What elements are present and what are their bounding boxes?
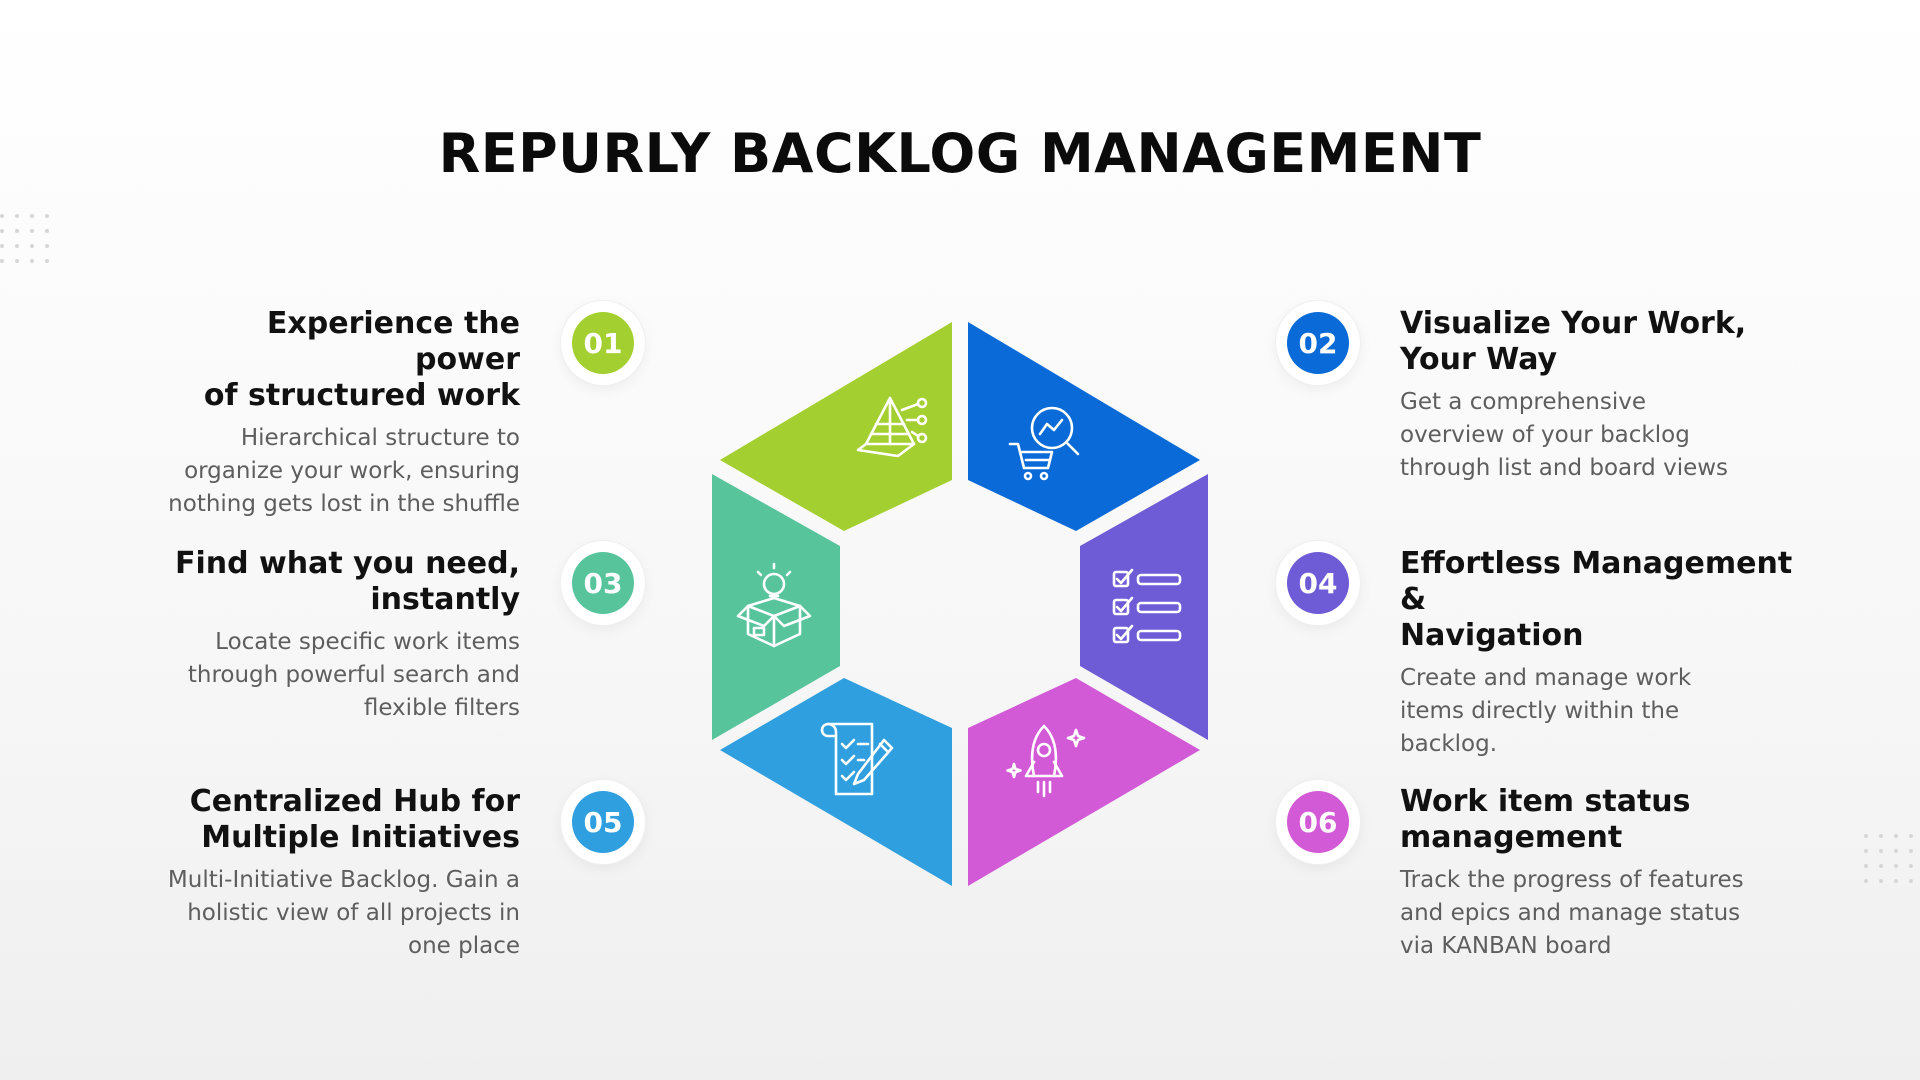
step-number-02: 02: [1287, 312, 1349, 374]
step-number-04: 04: [1287, 552, 1349, 614]
step-number-06: 06: [1287, 791, 1349, 853]
hex-segment-01: [720, 322, 952, 531]
feature-card-04: Effortless Management &Navigation Create…: [1400, 546, 1820, 761]
document-pen-icon: [820, 722, 894, 796]
step-badge-04: 04: [1276, 541, 1360, 625]
feature-card-02: Visualize Your Work,Your Way Get a compr…: [1400, 306, 1820, 485]
feature-heading-04: Effortless Management &Navigation: [1400, 546, 1793, 653]
cart-analytics-icon: [1008, 406, 1080, 481]
step-badge-06: 06: [1276, 780, 1360, 864]
rocket-icon: [1006, 724, 1086, 798]
feature-card-03: Find what you need,instantly Locate spec…: [160, 546, 520, 725]
step-badge-03: 03: [561, 541, 645, 625]
step-number-05: 05: [572, 791, 634, 853]
decorative-dot-grid-left: [0, 214, 60, 274]
step-badge-02: 02: [1276, 301, 1360, 385]
step-number-01: 01: [572, 312, 634, 374]
step-badge-05: 05: [561, 780, 645, 864]
idea-box-icon: [736, 562, 812, 648]
feature-heading-03: Find what you need,instantly: [174, 546, 520, 617]
step-badge-01: 01: [561, 301, 645, 385]
hex-segment-06: [968, 678, 1200, 886]
pyramid-icon: [856, 396, 928, 458]
feature-heading-02: Visualize Your Work,Your Way: [1400, 306, 1747, 377]
hexagon-svg: [712, 322, 1208, 886]
page-title: REPURLY BACKLOG MANAGEMENT: [438, 122, 1482, 185]
decorative-dot-grid-right: [1864, 834, 1920, 894]
checklist-icon: [1112, 568, 1182, 644]
hex-segment-04: [1080, 474, 1208, 740]
step-number-03: 03: [572, 552, 634, 614]
hexagon-diagram: [710, 318, 1210, 890]
hex-segment-03: [712, 474, 840, 740]
